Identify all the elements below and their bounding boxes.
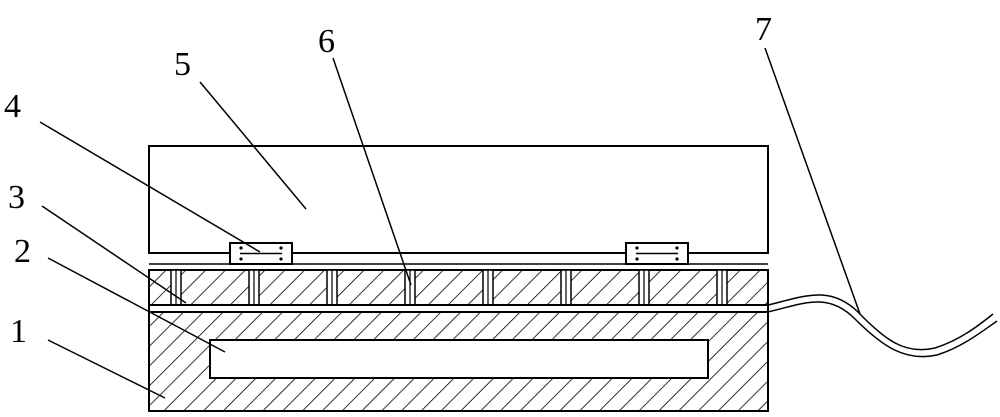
- callout-3: 3: [8, 179, 25, 216]
- channel: [716, 269, 728, 306]
- callout-2: 2: [14, 233, 31, 270]
- callout-6: 6: [318, 23, 335, 60]
- part-4-hinge-right: [625, 242, 689, 265]
- part-4-hinge-left: [229, 242, 293, 265]
- leader-line-7: [764, 47, 861, 315]
- channel: [326, 269, 338, 306]
- leader-line-2: [47, 257, 226, 353]
- leader-line-6: [332, 57, 412, 286]
- part-1-cavity: [209, 339, 709, 379]
- channel: [170, 269, 182, 306]
- part-7-cable-outer: [767, 294, 994, 351]
- leader-line-1: [47, 339, 166, 399]
- part-5-cover: [148, 145, 769, 254]
- channel: [638, 269, 650, 306]
- channel: [404, 269, 416, 306]
- leader-line-3: [41, 205, 187, 304]
- part-7-cable-inner: [767, 301, 998, 358]
- callout-4: 4: [4, 88, 21, 125]
- part-2-separator: [148, 304, 769, 313]
- channel: [560, 269, 572, 306]
- channel: [482, 269, 494, 306]
- leader-line-4: [39, 121, 261, 253]
- callout-7: 7: [755, 11, 772, 48]
- callout-5: 5: [174, 46, 191, 83]
- part-3-plate: [148, 269, 769, 306]
- callout-1: 1: [10, 313, 27, 350]
- leader-line-5: [199, 81, 307, 210]
- channel: [248, 269, 260, 306]
